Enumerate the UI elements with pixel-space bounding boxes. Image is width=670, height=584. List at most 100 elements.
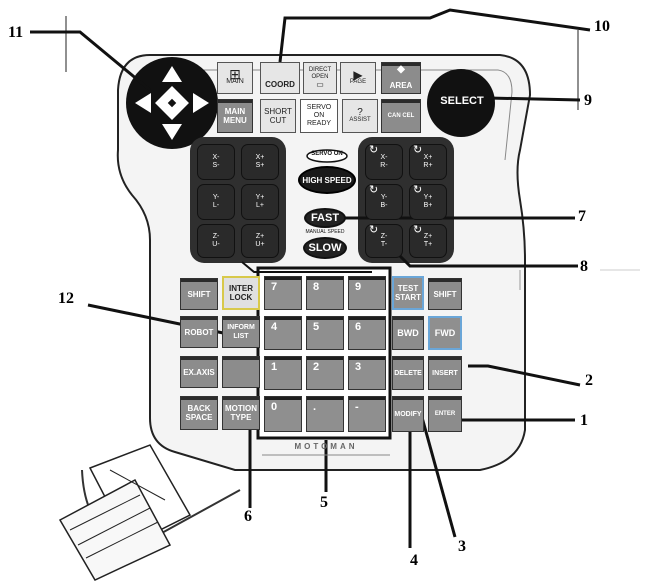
axis-key-x-minus-left[interactable]: X- S-	[197, 144, 235, 180]
axis-key-z-minus-left[interactable]: Z- U-	[197, 224, 235, 258]
coord-key[interactable]: COORD	[260, 62, 300, 94]
axis-key-x-plus-right[interactable]: ↻ X+ R+	[409, 144, 447, 180]
callout-1: 1	[580, 412, 588, 429]
axis-bottom-label: R-	[380, 162, 388, 169]
numpad-key-8[interactable]: 8	[306, 276, 344, 310]
short-cut-key[interactable]: SHORT CUT	[260, 99, 296, 133]
motion-type-key[interactable]: MOTION TYPE	[222, 396, 260, 430]
axis-top-label: Y-	[380, 194, 388, 201]
rotate-icon: ↻	[369, 184, 379, 196]
numpad-key-5[interactable]: 5	[306, 316, 344, 350]
axis-bottom-label: L-	[212, 202, 220, 209]
numpad-key-1[interactable]: 1	[264, 356, 302, 390]
robot-key[interactable]: ROBOT	[180, 316, 218, 348]
cancel-key[interactable]: CAN CEL	[381, 99, 421, 133]
manual-speed-label: MANUAL SPEED	[305, 229, 345, 235]
callout-7: 7	[578, 208, 586, 225]
ex-axis-label: EX.AXIS	[183, 367, 215, 377]
servo-on-ready-label: SERVO ON READY	[306, 104, 332, 127]
axis-top-label: Z-	[212, 233, 220, 240]
axis-bottom-label: T-	[380, 241, 388, 248]
axis-bottom-label: U-	[212, 241, 220, 248]
axis-bottom-label: U+	[255, 241, 265, 248]
shift-label: SHIFT	[187, 289, 211, 299]
fwd-key[interactable]: FWD	[428, 316, 462, 350]
direct-open-label: DIRECT OPEN	[308, 67, 332, 80]
numpad-key-6[interactable]: 6	[348, 316, 386, 350]
numpad-label: 4	[271, 321, 278, 333]
slow-key[interactable]: SLOW	[303, 237, 347, 259]
question-icon: ?	[357, 106, 363, 118]
direct-open-key[interactable]: DIRECT OPEN ▭	[303, 62, 337, 94]
numpad-key-7[interactable]: 7	[264, 276, 302, 310]
ex-axis-key[interactable]: EX.AXIS	[180, 356, 218, 388]
main-menu-key[interactable]: MAIN MENU	[217, 99, 253, 133]
insert-key[interactable]: INSERT	[428, 356, 462, 390]
robot-label: ROBOT	[184, 327, 214, 337]
axis-key-y-minus-right[interactable]: ↻ Y- B-	[365, 184, 403, 220]
shift-key-right[interactable]: SHIFT	[428, 278, 462, 310]
axis-top-label: X-	[380, 154, 388, 161]
numpad-key-2[interactable]: 2	[306, 356, 344, 390]
enter-label: ENTER	[434, 410, 456, 417]
axis-key-z-plus-left[interactable]: Z+ U+	[241, 224, 279, 258]
inform-list-label: INFORM LIST	[227, 324, 255, 340]
numpad-label: 3	[355, 361, 362, 373]
back-space-label: BACK SPACE	[185, 404, 213, 422]
bwd-key[interactable]: BWD	[392, 316, 424, 350]
fwd-label: FWD	[434, 327, 456, 338]
motion-type-label: MOTION TYPE	[225, 404, 257, 422]
axis-key-z-minus-right[interactable]: ↻ Z- T-	[365, 224, 403, 258]
callout-line-8	[398, 254, 578, 268]
servo-on-ready-key[interactable]: SERVO ON READY	[300, 99, 338, 133]
numpad-key-0[interactable]: 0	[264, 396, 302, 432]
area-key[interactable]: ◆ AREA	[381, 62, 421, 94]
numpad-label: 1	[271, 361, 278, 373]
numpad-label: 5	[313, 321, 320, 333]
inform-list-key[interactable]: INFORM LIST	[222, 316, 260, 348]
numpad-key-3[interactable]: 3	[348, 356, 386, 390]
axis-key-y-plus-right[interactable]: ↻ Y+ B+	[409, 184, 447, 220]
axis-key-x-plus-left[interactable]: X+ S+	[241, 144, 279, 180]
test-start-key[interactable]: TEST START	[392, 276, 424, 310]
numpad-key-9[interactable]: 9	[348, 276, 386, 310]
axis-key-y-minus-left[interactable]: Y- L-	[197, 184, 235, 220]
rotate-icon: ↻	[369, 144, 379, 156]
numpad-label: 0	[271, 401, 278, 413]
enter-key[interactable]: ENTER	[428, 396, 462, 432]
short-cut-label: SHORT CUT	[264, 107, 292, 125]
callout-4: 4	[410, 552, 418, 569]
main-key[interactable]: ⊞ MAIN	[217, 62, 253, 94]
callout-9: 9	[584, 92, 592, 109]
callout-6: 6	[244, 508, 252, 525]
high-speed-key[interactable]: HIGH SPEED	[298, 166, 356, 194]
numpad-key-dot[interactable]: .	[306, 396, 344, 432]
axis-key-x-minus-right[interactable]: ↻ X- R-	[365, 144, 403, 180]
main-menu-label: MAIN MENU	[223, 107, 247, 125]
numpad-label: 6	[355, 321, 362, 333]
numpad-key-minus[interactable]: -	[348, 396, 386, 432]
arrow-down-icon	[162, 124, 182, 140]
page-key[interactable]: ▶ PAGE	[340, 62, 376, 94]
rotate-icon: ↻	[369, 224, 379, 236]
assist-key[interactable]: ? ASSIST	[342, 99, 378, 133]
cancel-label: CAN CEL	[387, 112, 415, 119]
assist-label: ASSIST	[349, 116, 371, 123]
axis-key-z-plus-right[interactable]: ↻ Z+ T+	[409, 224, 447, 258]
shift-key-left[interactable]: SHIFT	[180, 278, 218, 310]
fast-key[interactable]: FAST	[304, 208, 346, 228]
delete-label: DELETE	[394, 369, 422, 377]
page-label: PAGE	[349, 78, 367, 85]
interlock-key[interactable]: INTER LOCK	[222, 276, 260, 310]
select-label: SELECT	[440, 95, 484, 107]
numpad-key-4[interactable]: 4	[264, 316, 302, 350]
callout-line-3	[418, 409, 457, 538]
axis-key-y-plus-left[interactable]: Y+ L+	[241, 184, 279, 220]
modify-key[interactable]: MODIFY	[392, 396, 424, 432]
arrow-up-icon	[162, 66, 182, 82]
back-space-key[interactable]: BACK SPACE	[180, 396, 218, 430]
slow-label: SLOW	[308, 242, 342, 254]
delete-key[interactable]: DELETE	[392, 356, 424, 390]
blank-key[interactable]	[222, 356, 260, 388]
